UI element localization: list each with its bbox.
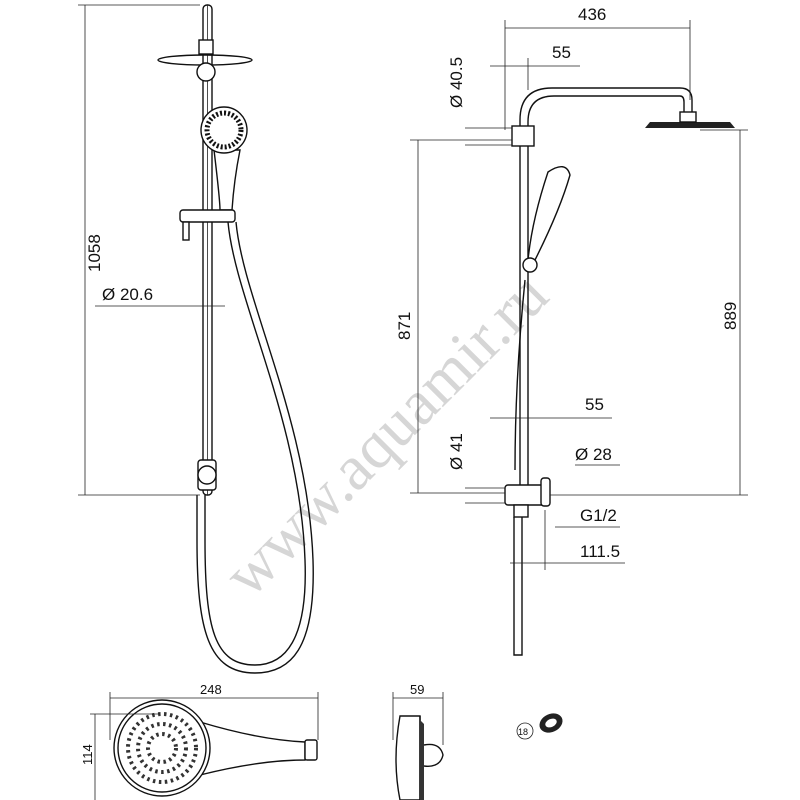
- dim-thread-g1-2: G1/2: [580, 506, 617, 525]
- dim-mixer-55: 55: [585, 395, 604, 414]
- dim-59: 59: [410, 682, 424, 697]
- dim-114: 114: [80, 744, 95, 765]
- right-view-shower-system: [410, 20, 748, 656]
- dim-diameter-41: Ø 41: [447, 433, 466, 470]
- dim-889: 889: [721, 302, 740, 330]
- dim-871: 871: [395, 312, 414, 340]
- dim-248: 248: [200, 682, 222, 697]
- part-number-label: 18: [518, 727, 528, 737]
- hand-shower-side-view: [392, 692, 444, 800]
- dim-diameter-40-5: Ø 40.5: [447, 57, 466, 108]
- dim-111-5: 111.5: [580, 542, 620, 561]
- left-view-shower-system: [78, 4, 314, 674]
- dim-1058: 1058: [85, 234, 104, 272]
- part-18-fitting: [516, 713, 563, 740]
- dim-rail-diameter: Ø 20.6: [102, 285, 153, 304]
- dim-top-55: 55: [552, 43, 571, 62]
- dim-diameter-28: Ø 28: [575, 445, 612, 464]
- dim-436: 436: [578, 5, 606, 24]
- hand-shower-front-view: [90, 692, 319, 800]
- watermark: www.aquamir.ru: [210, 258, 561, 609]
